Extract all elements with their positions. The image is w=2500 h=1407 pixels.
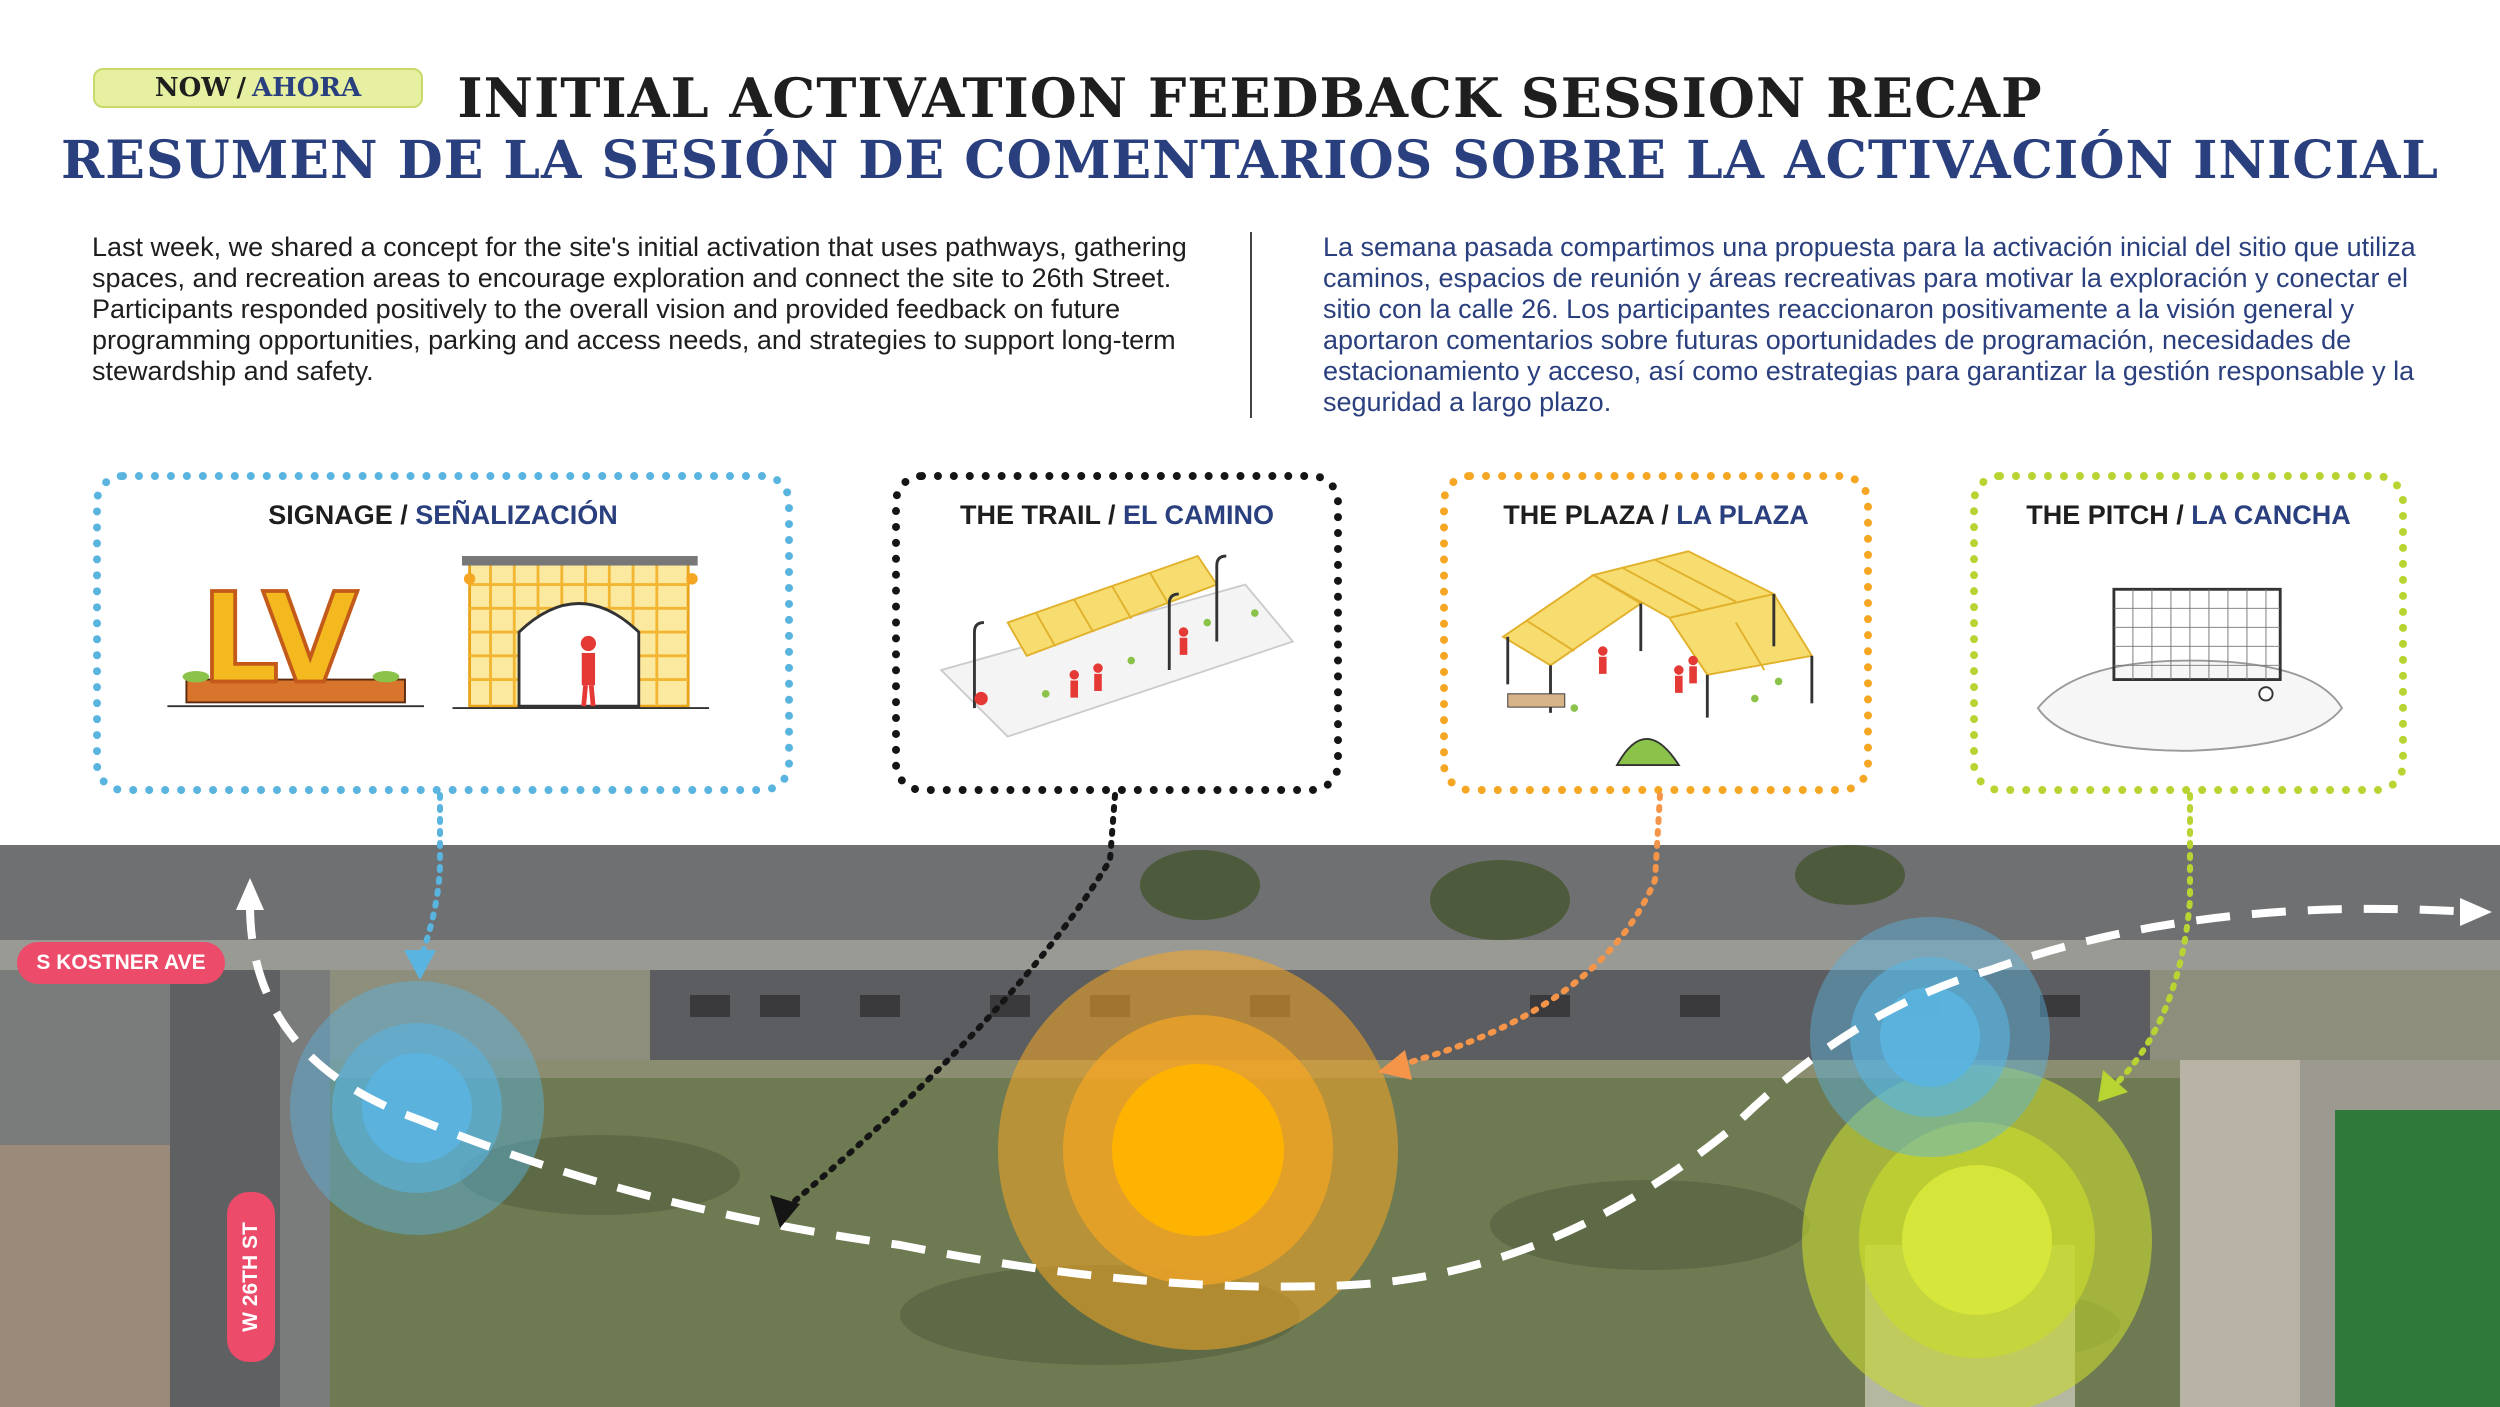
pitch-illustration — [2036, 587, 2344, 752]
card-signage-title-en: SIGNAGE — [268, 500, 393, 530]
street-label-s-kostner-ave: S KOSTNER AVE — [17, 942, 225, 984]
page-title-es: RESUMEN DE LA SESIÓN DE COMENTARIOS SOBR… — [61, 130, 2439, 191]
card-plaza: THE PLAZA / LA PLAZA — [1440, 472, 1872, 794]
card-signage-title-es: SEÑALIZACIÓN — [415, 500, 618, 530]
card-pitch-title: THE PITCH / LA CANCHA — [1978, 500, 2399, 531]
card-plaza-title-sep: / — [1661, 500, 1669, 530]
plaza-illustration — [1501, 550, 1814, 767]
column-divider — [1250, 232, 1252, 418]
card-plaza-title-es: LA PLAZA — [1676, 500, 1809, 530]
card-pitch-title-es: LA CANCHA — [2191, 500, 2351, 530]
card-pitch-title-en: THE PITCH — [2026, 500, 2169, 530]
aerial-site-map — [0, 845, 2500, 1407]
badge-en: NOW — [154, 73, 231, 103]
badge-separator: / — [236, 73, 246, 103]
intro-paragraph-es: La semana pasada compartimos una propues… — [1323, 232, 2416, 417]
trail-illustration — [939, 554, 1295, 738]
now-badge: NOW / AHORA — [93, 68, 423, 108]
card-trail-title: THE TRAIL / EL CAMINO — [900, 500, 1334, 531]
card-pitch-title-sep: / — [2176, 500, 2184, 530]
badge-es: AHORA — [251, 73, 362, 103]
intro-paragraph-en: Last week, we shared a concept for the s… — [92, 232, 1187, 386]
card-trail-title-sep: / — [1107, 500, 1116, 530]
card-signage: SIGNAGE / SEÑALIZACIÓN LV — [93, 472, 793, 794]
signage-illustration: LV — [167, 556, 710, 713]
page-title-en: INITIAL ACTIVATION FEEDBACK SESSION RECA… — [457, 66, 2043, 130]
card-trail-title-en: THE TRAIL — [959, 500, 1101, 530]
signage-letters: LV — [201, 567, 358, 711]
card-pitch: THE PITCH / LA CANCHA — [1970, 472, 2407, 794]
card-signage-title-sep: / — [400, 500, 408, 530]
card-trail: THE TRAIL / EL CAMINO — [892, 472, 1342, 794]
card-plaza-title: THE PLAZA / LA PLAZA — [1448, 500, 1864, 531]
card-signage-title: SIGNAGE / SEÑALIZACIÓN — [101, 500, 785, 531]
card-plaza-title-en: THE PLAZA — [1503, 500, 1654, 530]
card-trail-title-es: EL CAMINO — [1123, 500, 1275, 530]
street-label-w-26th-st-text: W 26TH ST — [239, 1222, 262, 1332]
street-label-w-26th-st: W 26TH ST — [227, 1192, 275, 1362]
